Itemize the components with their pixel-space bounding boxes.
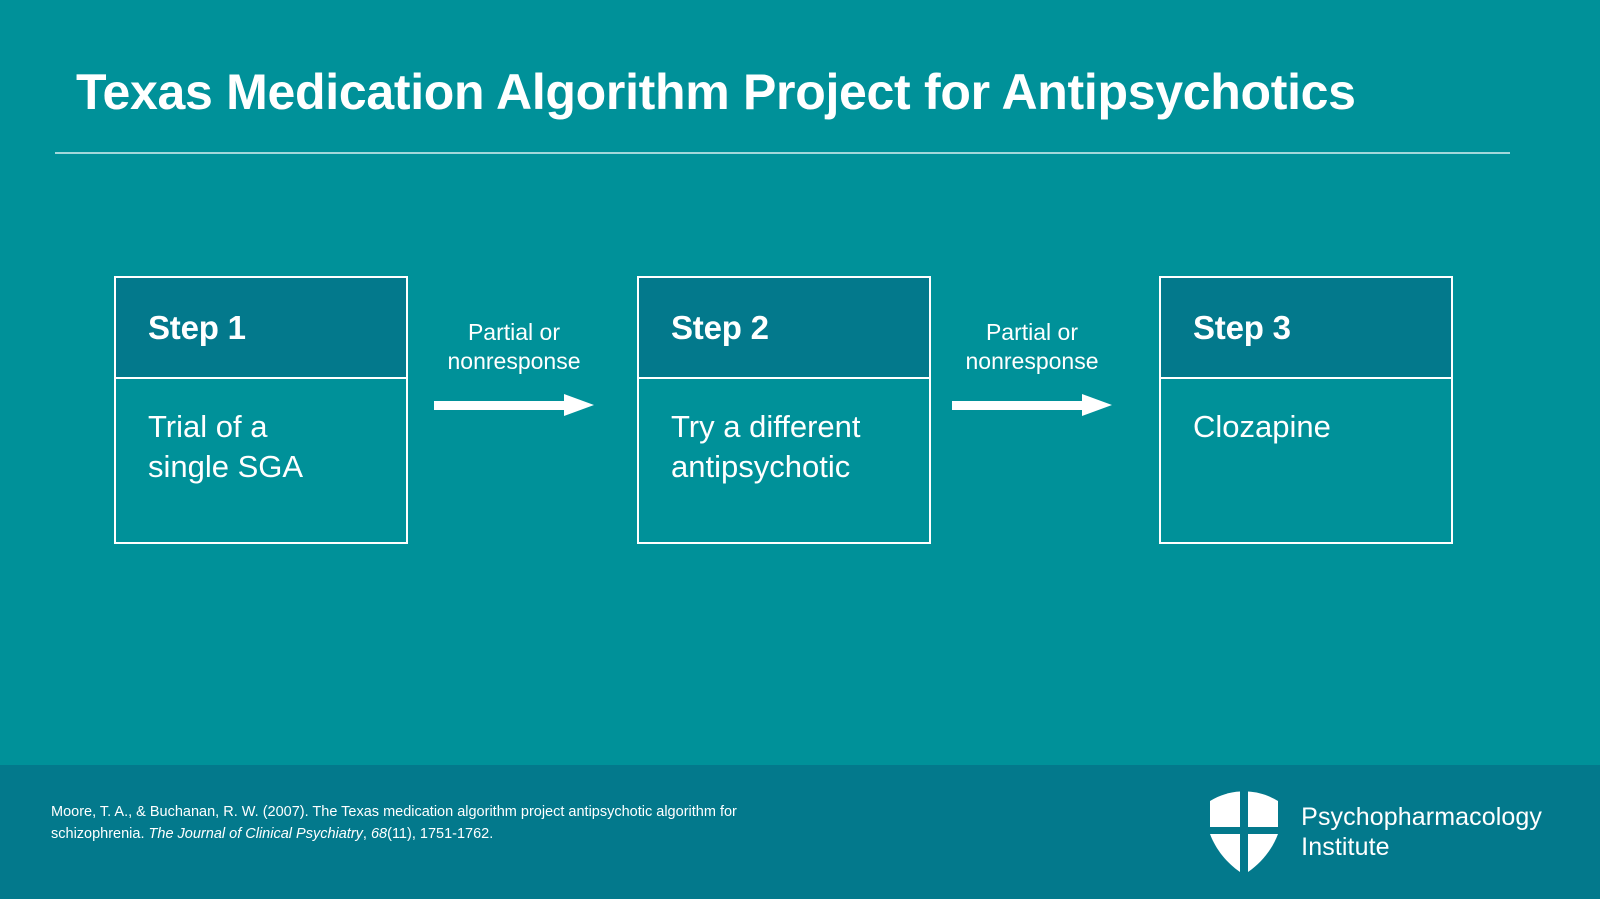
step-1-body: Trial of a single SGA [116, 379, 406, 486]
citation-volume: 68 [370, 826, 388, 843]
step-2-body-text: Try a different antipsychotic [671, 409, 861, 484]
citation: Moore, T. A., & Buchanan, R. W. (2007). … [51, 801, 751, 846]
brand-name: Psychopharmacology Institute [1301, 803, 1542, 861]
arrow-shaft [952, 400, 1082, 410]
arrow-head [1082, 393, 1112, 416]
step-3-header-label: Step 3 [1193, 308, 1291, 346]
title-divider [55, 152, 1510, 154]
citation-part-1: Moore, T. A., & Buchanan, R. W. (2007). … [51, 804, 737, 843]
step-2-header: Step 2 [639, 278, 929, 379]
right-arrow-icon [434, 393, 594, 416]
right-arrow-icon [952, 393, 1112, 416]
connector-1-label: Partial or nonresponse [447, 319, 581, 374]
citation-part-3: (11), 1751-1762. [387, 826, 494, 843]
step-1-body-text: Trial of a single SGA [148, 409, 304, 484]
step-3-header: Step 3 [1161, 278, 1451, 379]
connector-2-label: Partial or nonresponse [965, 319, 1099, 374]
citation-part-2: , [362, 826, 371, 843]
connector-1: Partial or nonresponse [407, 318, 621, 416]
connector-2: Partial or nonresponse [925, 318, 1139, 416]
step-2-header-label: Step 2 [671, 308, 769, 346]
flowchart: Step 1 Trial of a single SGA Partial or … [0, 276, 1600, 546]
arrow-head [564, 393, 594, 416]
step-3-body-text: Clozapine [1193, 409, 1331, 444]
brand-lockup: Psychopharmacology Institute [1205, 791, 1542, 873]
step-box-1: Step 1 Trial of a single SGA [114, 276, 408, 544]
step-3-body: Clozapine [1161, 379, 1451, 447]
step-1-header-label: Step 1 [148, 308, 246, 346]
step-2-body: Try a different antipsychotic [639, 379, 929, 486]
citation-journal: The Journal of Clinical Psychiatry [148, 826, 363, 843]
arrow-shaft [434, 400, 564, 410]
page-title: Texas Medication Algorithm Project for A… [76, 64, 1356, 120]
footer: Moore, T. A., & Buchanan, R. W. (2007). … [0, 765, 1600, 899]
shield-logo-icon [1210, 791, 1279, 872]
step-box-3: Step 3 Clozapine [1159, 276, 1453, 544]
step-box-2: Step 2 Try a different antipsychotic [637, 276, 931, 544]
step-1-header: Step 1 [116, 278, 406, 379]
